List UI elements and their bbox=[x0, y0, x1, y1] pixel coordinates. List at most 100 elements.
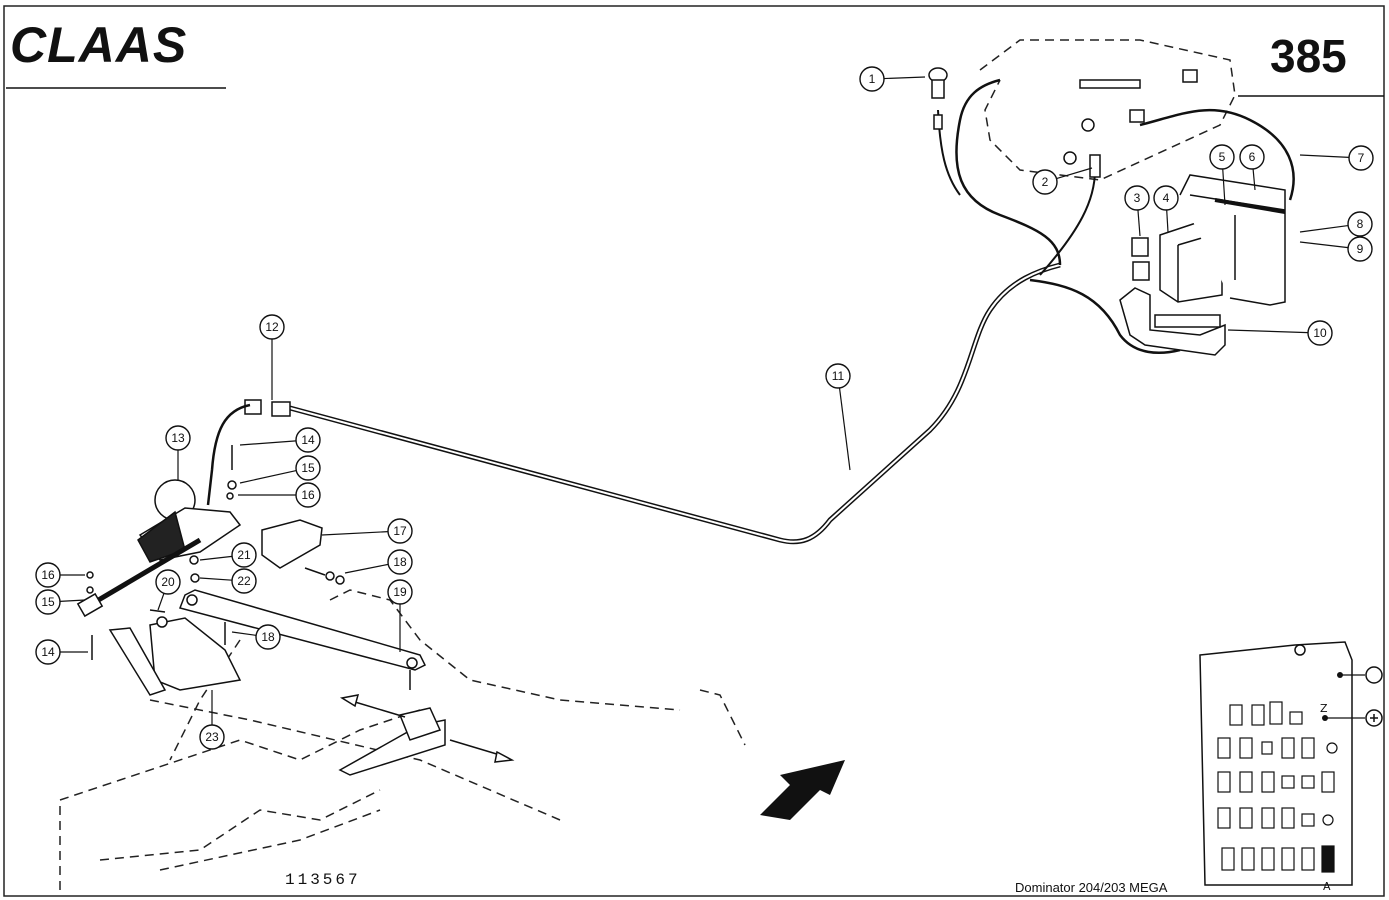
lever-arm bbox=[178, 589, 427, 690]
slide-mechanism bbox=[338, 707, 446, 776]
callout-circle-8 bbox=[1347, 211, 1373, 237]
callout-circle-11 bbox=[825, 363, 851, 389]
drawing-number: 113567 bbox=[285, 871, 361, 889]
callout-leader-17 bbox=[321, 531, 389, 536]
dashboard-terminals bbox=[1063, 69, 1198, 178]
callout-leader-5 bbox=[1222, 168, 1226, 206]
motion-arrows bbox=[339, 694, 515, 763]
page-frame bbox=[3, 5, 1385, 897]
callout-number: 10 bbox=[1313, 326, 1327, 340]
callout-number: 3 bbox=[1134, 191, 1141, 205]
callout-number: 7 bbox=[1358, 151, 1365, 165]
callout-leader-6 bbox=[1252, 168, 1256, 191]
callout-circle-16 bbox=[35, 562, 61, 588]
callout-leader-3 bbox=[1137, 209, 1141, 237]
callout-leader-7 bbox=[1299, 154, 1350, 159]
callout-number: 16 bbox=[41, 568, 55, 582]
actuator-motor bbox=[76, 479, 242, 618]
callout-number: 11 bbox=[832, 369, 845, 383]
fuse-rows bbox=[1217, 701, 1338, 873]
callout-leader-21 bbox=[199, 555, 233, 561]
callout-number: 4 bbox=[1163, 191, 1170, 205]
bracket-23 bbox=[108, 616, 242, 696]
callout-circle-19 bbox=[387, 579, 413, 605]
callout-number: 6 bbox=[1249, 150, 1256, 164]
relay bbox=[1131, 237, 1150, 281]
callout-circle-1 bbox=[859, 66, 885, 92]
callout-number: 1 bbox=[869, 72, 876, 86]
callout-leader-2 bbox=[1056, 167, 1093, 180]
callout-number: 14 bbox=[41, 645, 55, 659]
callout-circle-20 bbox=[155, 569, 181, 595]
motor-cable bbox=[206, 403, 251, 506]
main-cable-inner bbox=[289, 264, 1061, 543]
callout-circle-14 bbox=[295, 427, 321, 453]
callout-circle-18 bbox=[387, 549, 413, 575]
main-cable bbox=[289, 262, 1061, 545]
callout-circle-10 bbox=[1307, 320, 1333, 346]
callout-number: 20 bbox=[161, 575, 175, 589]
cable-branch-upper bbox=[955, 78, 1062, 266]
callout-circle-23 bbox=[199, 724, 225, 750]
callout-number: 5 bbox=[1219, 150, 1226, 164]
callout-number: 9 bbox=[1357, 242, 1364, 256]
callout-circle-15 bbox=[295, 455, 321, 481]
callout-circle-15 bbox=[35, 589, 61, 615]
callout-circle-9 bbox=[1347, 236, 1373, 262]
callout-leader-20 bbox=[157, 593, 165, 611]
callout-circle-13 bbox=[165, 425, 191, 451]
cable-branch-lower bbox=[1029, 278, 1181, 355]
callout-circle-3 bbox=[1124, 185, 1150, 211]
callout-leader-15 bbox=[59, 599, 86, 602]
bracket-17 bbox=[261, 519, 323, 569]
callout-number: 12 bbox=[265, 320, 279, 334]
callout-number: 18 bbox=[261, 630, 275, 644]
callout-leader-1 bbox=[883, 76, 926, 80]
callout-circle-12 bbox=[259, 314, 285, 340]
callout-number: 15 bbox=[301, 461, 315, 475]
callout-number: 23 bbox=[205, 730, 219, 744]
callout-leader-10 bbox=[1227, 329, 1309, 334]
callout-number: 2 bbox=[1042, 175, 1049, 189]
fuse-box-terminals: Z A bbox=[1320, 666, 1383, 893]
callout-number: 14 bbox=[301, 433, 315, 447]
key-switch bbox=[928, 67, 948, 130]
brand-logo: CLAAS bbox=[10, 17, 187, 73]
connector-plug bbox=[244, 399, 291, 417]
direction-arrow bbox=[760, 760, 845, 820]
callout-leader-8 bbox=[1299, 224, 1349, 233]
terminal-marker-a: A bbox=[1323, 880, 1331, 893]
callout-leader-15 bbox=[239, 469, 297, 484]
callout-circle-2 bbox=[1032, 169, 1058, 195]
callout-circle-17 bbox=[387, 518, 413, 544]
callout-number: 16 bbox=[301, 488, 315, 502]
callout-circle-5 bbox=[1209, 144, 1235, 170]
callout-circle-18 bbox=[255, 624, 281, 650]
cable-branch-2 bbox=[1039, 169, 1096, 276]
callout-circle-14 bbox=[35, 639, 61, 665]
cable-7 bbox=[1139, 108, 1295, 201]
callout-circle-7 bbox=[1348, 145, 1374, 171]
callout-leader-18 bbox=[344, 563, 389, 574]
callout-number: 15 bbox=[41, 595, 55, 609]
model-designation: Dominator 204/203 MEGA bbox=[1015, 880, 1168, 895]
callout-number: 17 bbox=[393, 524, 407, 538]
callout-circle-6 bbox=[1239, 144, 1265, 170]
callout-leader-22 bbox=[199, 577, 233, 581]
machine-outline bbox=[59, 39, 1236, 890]
callout-circle-22 bbox=[231, 568, 257, 594]
callout-circle-4 bbox=[1153, 185, 1179, 211]
callout-number: 22 bbox=[237, 574, 251, 588]
callout-circle-21 bbox=[231, 542, 257, 568]
control-unit-6 bbox=[1179, 174, 1286, 306]
callout-number: 18 bbox=[393, 555, 407, 569]
callout-leader-9 bbox=[1299, 241, 1349, 249]
callout-leader-11 bbox=[838, 387, 851, 471]
callout-leader-14 bbox=[239, 440, 297, 446]
fasteners bbox=[86, 445, 345, 664]
callout-leader-4 bbox=[1166, 209, 1169, 233]
mounting-bracket bbox=[1119, 287, 1226, 356]
callout-number: 8 bbox=[1357, 217, 1364, 231]
callout-number: 13 bbox=[171, 431, 185, 445]
